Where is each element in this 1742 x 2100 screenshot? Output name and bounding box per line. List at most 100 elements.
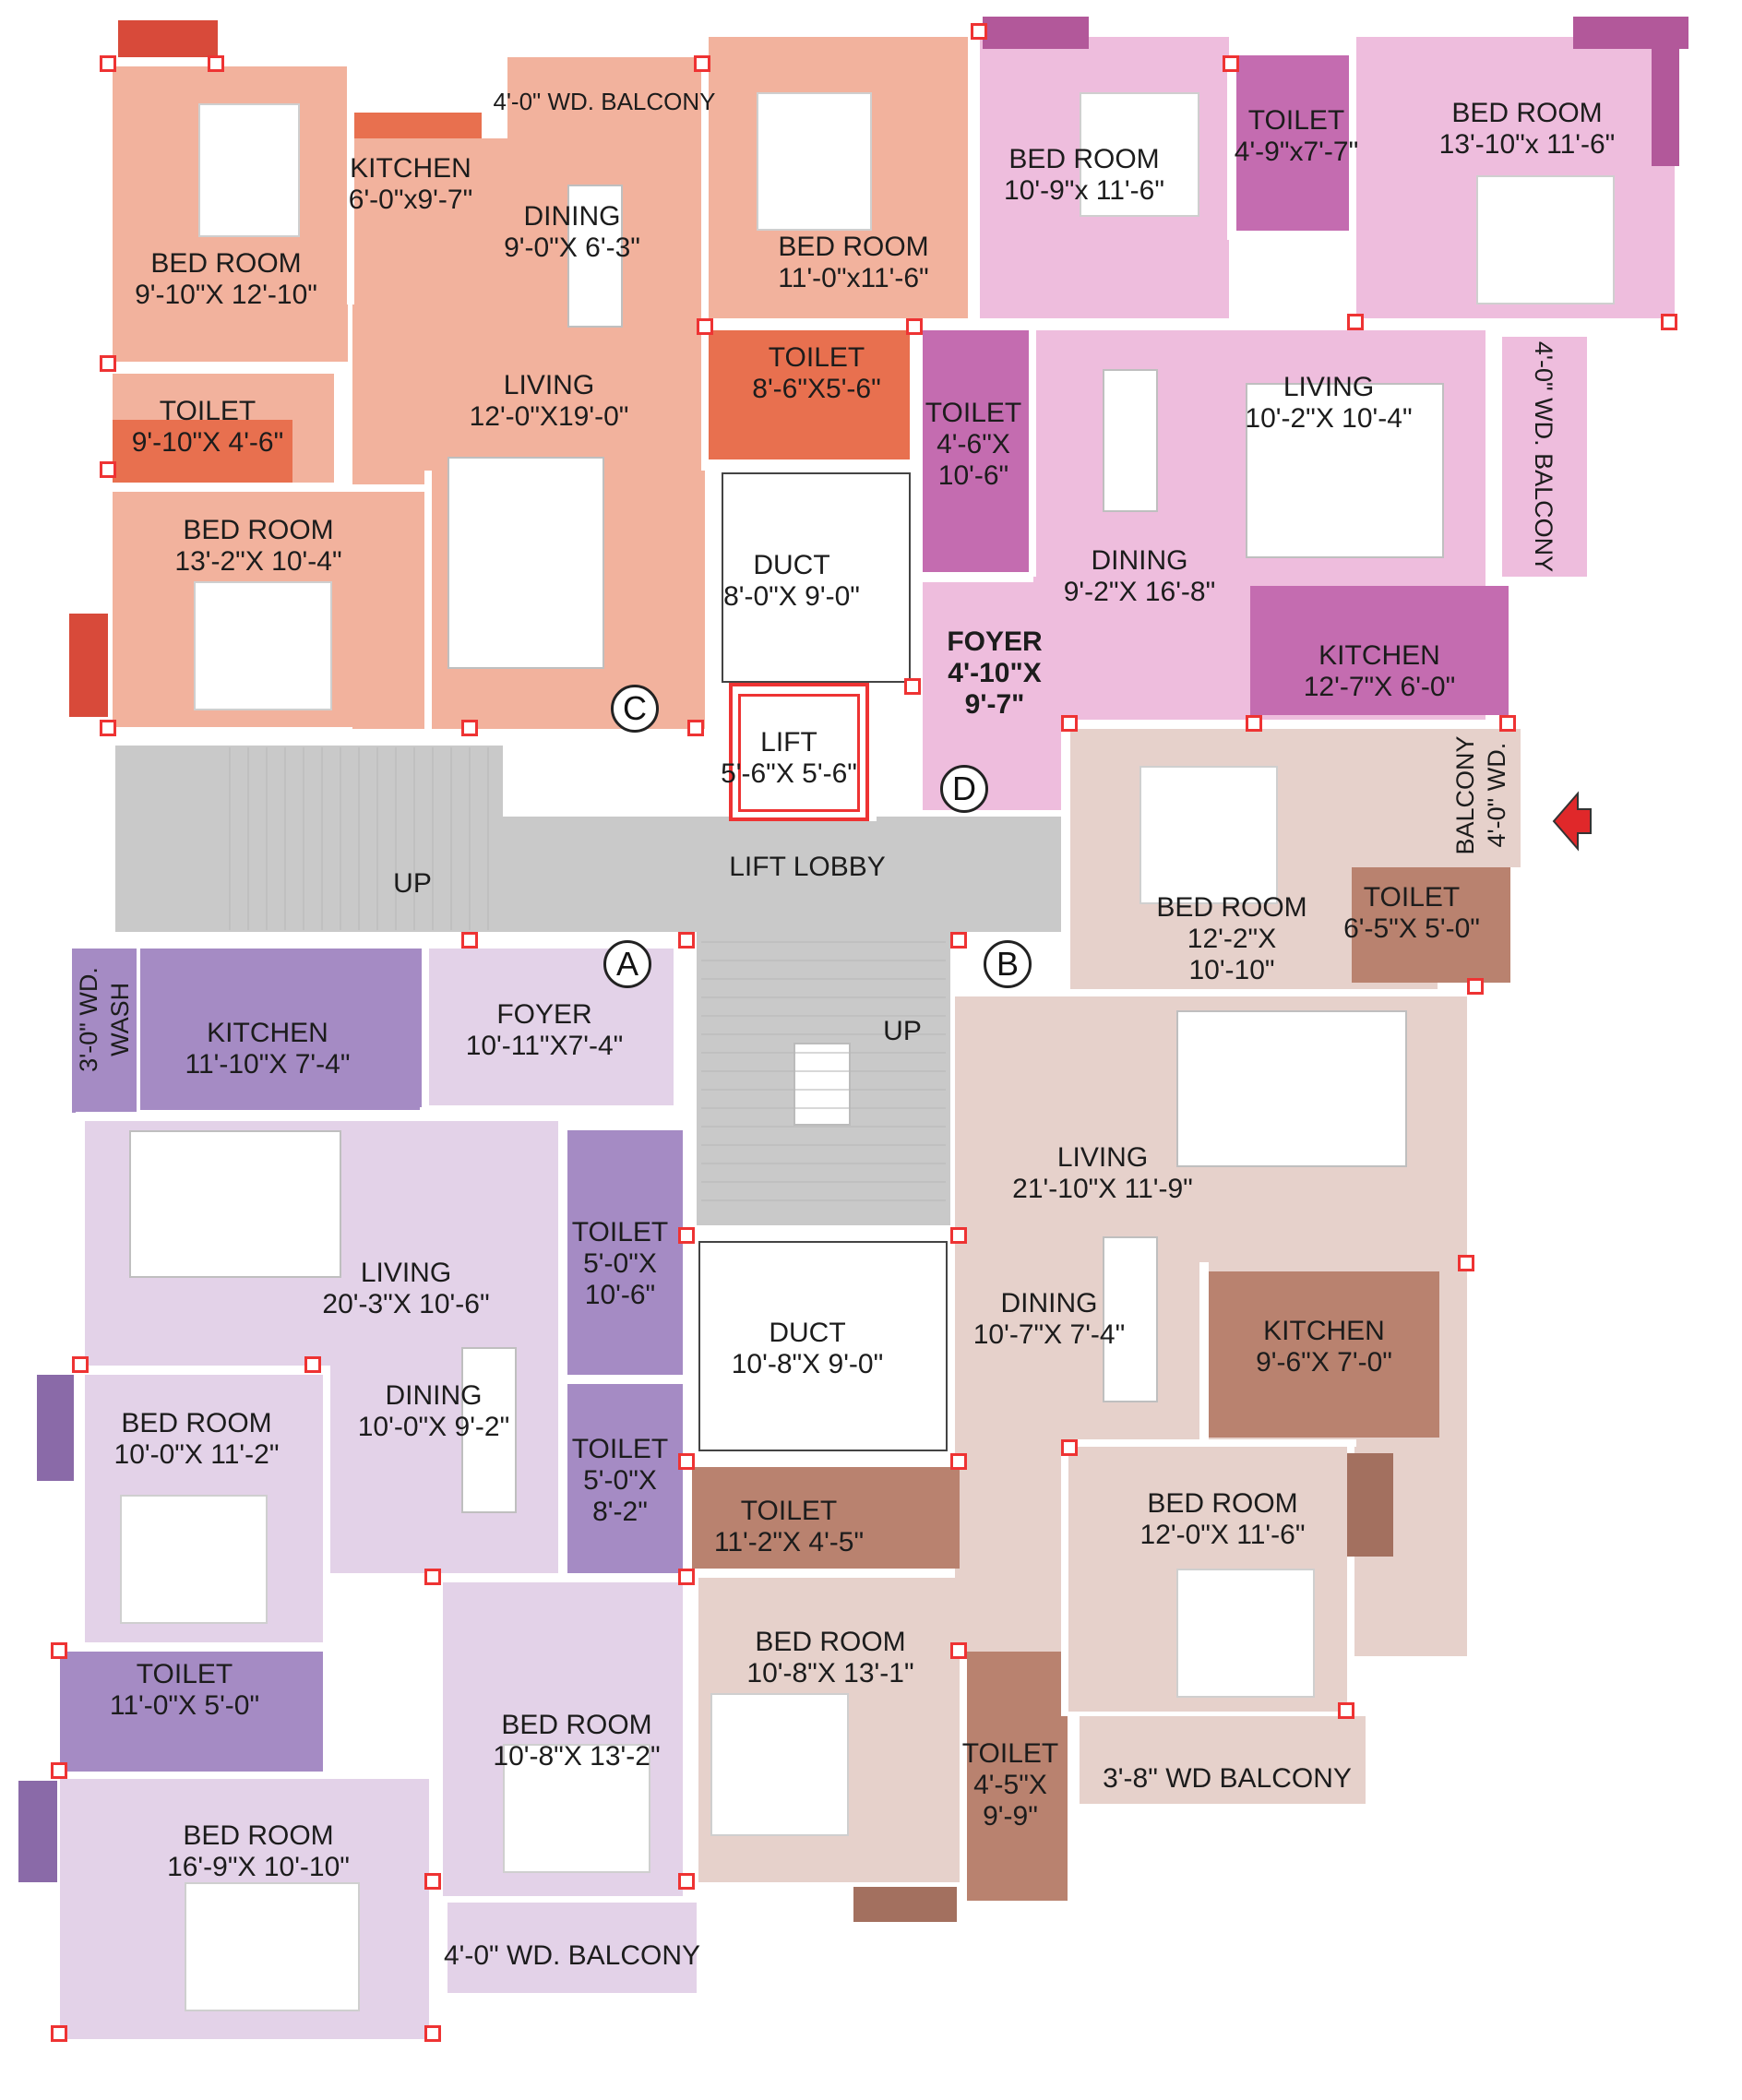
room-size: 12'-2"X (1187, 924, 1277, 954)
room-name: 4'-0" WD. BALCONY (493, 88, 716, 115)
room-name: UP (393, 868, 432, 899)
window (1652, 37, 1679, 166)
bed (198, 103, 300, 237)
wall (420, 1107, 429, 1121)
room-name: DINING (523, 201, 621, 232)
window (118, 20, 218, 57)
room-size: 9'-10"X 12'-10" (135, 280, 317, 310)
a-toilet3 (60, 1652, 323, 1772)
b-balcony2-label: 3'-8" WD BALCONY (1103, 1763, 1352, 1795)
wall (85, 1366, 325, 1375)
room-size: 4'-10"X (948, 658, 1042, 688)
wall (960, 1642, 967, 1901)
lift-lobby (503, 817, 1061, 932)
dining-table (1103, 1236, 1158, 1402)
room-size: 13'-10"x 11'-6" (1438, 129, 1616, 160)
room-name: BED ROOM (755, 1627, 906, 1657)
room-name: BED ROOM (778, 232, 929, 262)
room-size: 10'-8"X 13'-1" (746, 1658, 914, 1688)
wall (1061, 720, 1495, 729)
column (72, 1356, 89, 1373)
column (950, 1642, 967, 1659)
room-size: 12'-7"X 6'-0" (1303, 672, 1456, 702)
room-name: BED ROOM (121, 1408, 272, 1438)
bed (1080, 92, 1199, 217)
a-toilet2 (567, 1384, 683, 1573)
column (461, 932, 478, 949)
room-name: FOYER (496, 999, 592, 1030)
column (678, 1227, 695, 1244)
lift-lobby-label: LIFT LOBBY (729, 852, 886, 883)
column (678, 932, 695, 949)
wall (55, 1772, 434, 1779)
a-toilet1 (567, 1130, 683, 1375)
bed (1176, 1569, 1315, 1698)
room-size: 5'-6"X 5'-6" (721, 758, 857, 789)
wall (109, 364, 349, 372)
stair-left-label: UP (393, 868, 432, 900)
stair-center-label: UP (883, 1016, 922, 1047)
room-size: 4'-5"X (973, 1770, 1047, 1800)
room-name: TOILET (1247, 105, 1345, 136)
column (971, 23, 987, 40)
room-size: 16'-9"X 10'-10" (167, 1852, 350, 1882)
wall (1029, 328, 1036, 577)
room-name: WASH (106, 983, 134, 1056)
room-name: LIVING (1283, 372, 1375, 402)
column (694, 55, 710, 72)
window (1347, 1453, 1393, 1557)
wall (1349, 55, 1356, 323)
room-name: LIVING (503, 370, 595, 400)
bed (185, 1882, 360, 2011)
bed (194, 581, 332, 710)
bed (503, 1744, 650, 1873)
wall (701, 318, 913, 328)
room-size: 9'-6"X 7'-0" (1256, 1347, 1392, 1378)
column (100, 461, 116, 478)
bed (710, 1693, 849, 1836)
room-name: DINING (1091, 545, 1188, 576)
room-size: 9'-7" (964, 689, 1025, 720)
d-balcony-label: 4'-0" WD. BALCONY (1528, 341, 1559, 572)
room-size: 10'-2"X 10'-4" (1245, 403, 1413, 434)
room-name: TOILET (1363, 882, 1461, 913)
room-name: DINING (385, 1380, 483, 1411)
room-name: BED ROOM (1451, 98, 1603, 128)
wall (347, 65, 354, 304)
room-size: 10'-6" (584, 1280, 656, 1310)
entry-arrow-icon (1552, 791, 1592, 852)
room-name: BED ROOM (183, 1820, 334, 1851)
room-size: 10'-11"X7'-4" (465, 1031, 624, 1061)
column (687, 720, 704, 736)
wall (558, 1375, 687, 1384)
column (51, 2025, 67, 2042)
column (904, 678, 921, 695)
wall (1199, 1262, 1209, 1442)
window (983, 17, 1089, 49)
b-toilet3 (964, 1652, 1068, 1901)
window (853, 1887, 957, 1922)
room-size: 4'-6"X (937, 429, 1010, 459)
duct-top (722, 472, 911, 683)
a-balcony-label: 4'-0" WD. BALCONY (444, 1940, 700, 1972)
room-name: TOILET (961, 1738, 1059, 1769)
room-name: BED ROOM (501, 1710, 652, 1740)
room-size: 3'-0" WD. (75, 967, 102, 1072)
